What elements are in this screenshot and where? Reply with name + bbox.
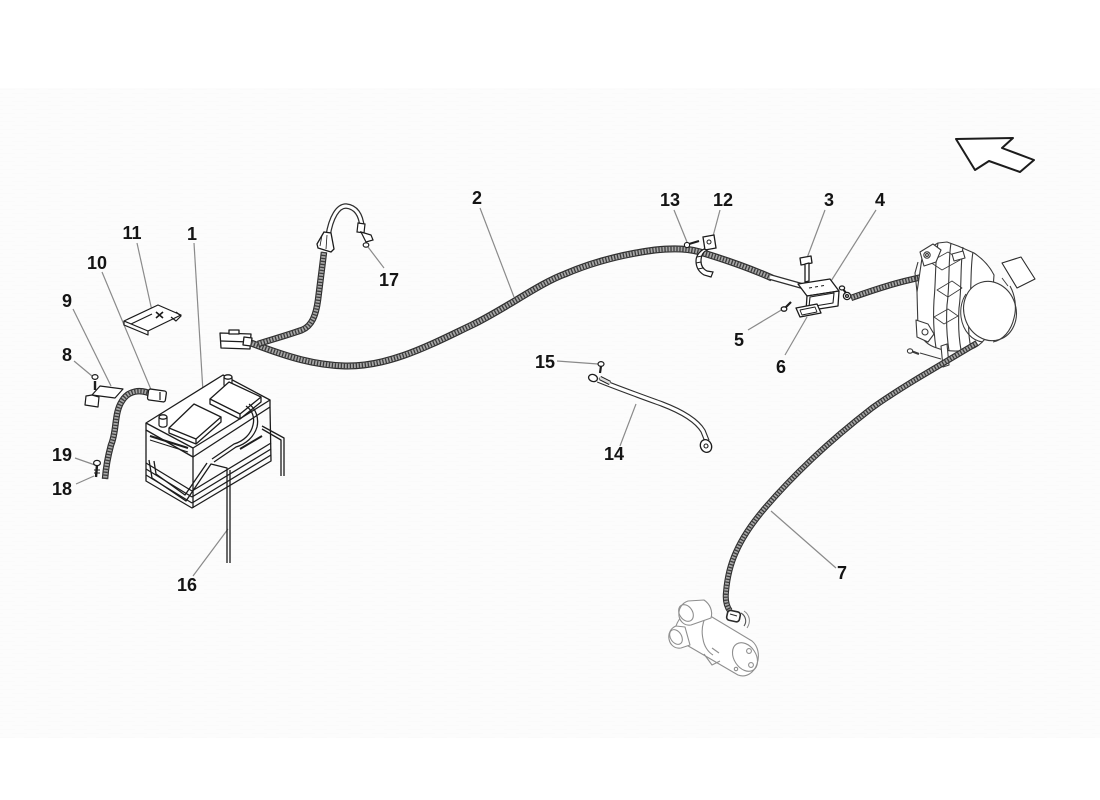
svg-text:8: 8: [62, 345, 72, 365]
svg-text:11: 11: [122, 223, 141, 243]
svg-text:7: 7: [837, 563, 847, 583]
svg-text:9: 9: [62, 291, 72, 311]
svg-text:13: 13: [660, 190, 680, 210]
svg-text:6: 6: [776, 357, 786, 377]
svg-text:10: 10: [87, 253, 107, 273]
svg-text:1: 1: [187, 224, 197, 244]
svg-text:14: 14: [604, 444, 624, 464]
svg-text:18: 18: [52, 479, 72, 499]
svg-text:15: 15: [535, 352, 555, 372]
svg-text:19: 19: [52, 445, 72, 465]
svg-text:5: 5: [734, 330, 744, 350]
svg-text:17: 17: [379, 270, 399, 290]
svg-text:12: 12: [713, 190, 733, 210]
svg-text:3: 3: [824, 190, 834, 210]
svg-text:16: 16: [177, 575, 197, 595]
svg-text:2: 2: [472, 188, 482, 208]
svg-text:4: 4: [875, 190, 885, 210]
